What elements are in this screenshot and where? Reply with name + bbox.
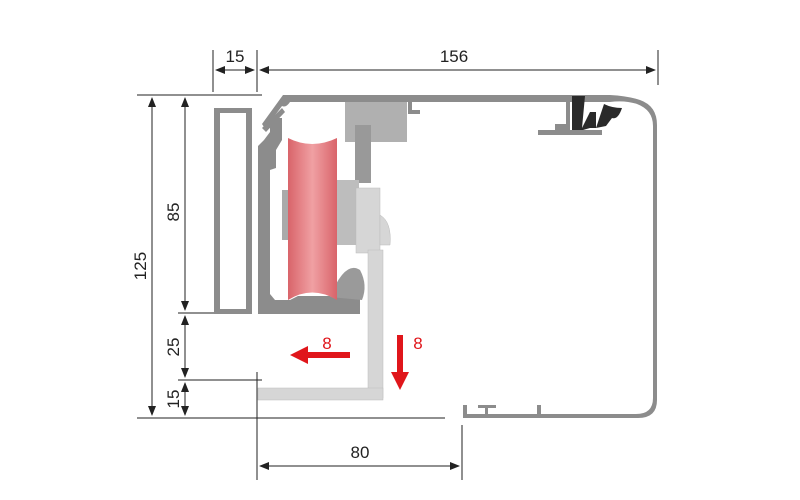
dim-top-total-label: 156 <box>440 47 468 66</box>
roller-wheel <box>288 138 337 300</box>
track-profile <box>258 95 360 314</box>
seal-gasket <box>572 96 622 130</box>
dim-top-left-label: 15 <box>226 47 245 66</box>
horizontal-adjust-label: 8 <box>322 334 331 353</box>
horizontal-adjust-arrow <box>290 346 350 364</box>
dim-left-middle-label: 25 <box>164 338 183 357</box>
wheel-guard <box>330 267 365 300</box>
left-box-profile <box>214 108 252 314</box>
track-lip <box>262 108 285 132</box>
outer-profile <box>300 95 657 418</box>
wheel-hub-left <box>282 190 288 240</box>
l-bracket <box>257 187 391 401</box>
dim-left-upper-label: 85 <box>164 203 183 222</box>
dimension-lines <box>148 66 656 470</box>
vertical-adjust-arrow <box>391 335 409 390</box>
axle-pin <box>355 125 371 183</box>
extension-lines <box>137 50 659 480</box>
vertical-adjust-label: 8 <box>413 334 422 353</box>
dim-left-lower-label: 15 <box>164 390 183 409</box>
dim-left-total-label: 125 <box>131 252 150 280</box>
upper-mount-block <box>345 102 407 142</box>
dim-bottom-label: 80 <box>351 443 370 462</box>
wheel-hub-right <box>337 180 359 245</box>
